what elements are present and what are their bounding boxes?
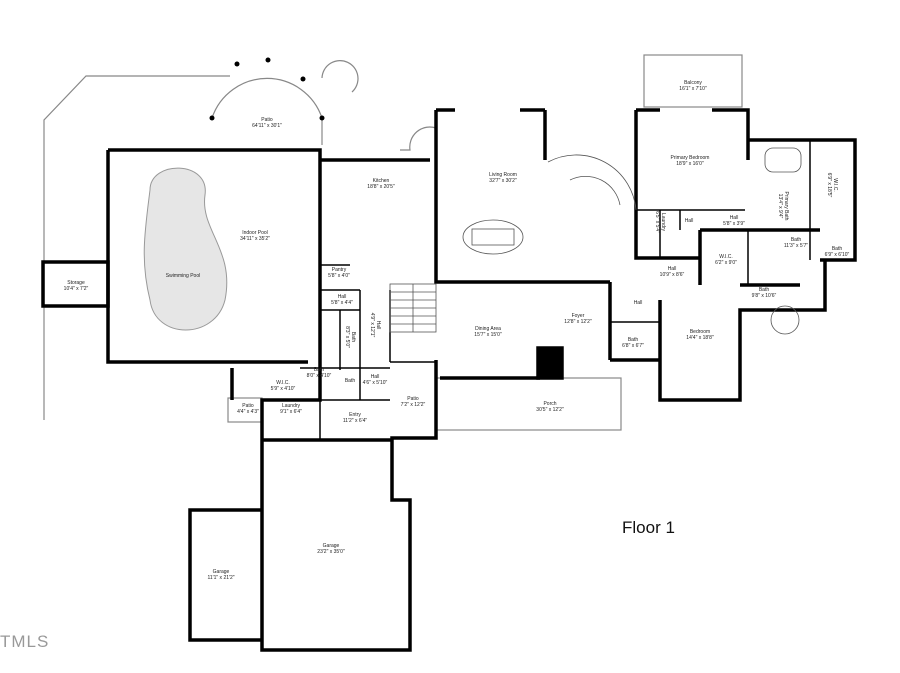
room-wic-2: W.I.C.6'2" x 9'0" <box>715 254 737 266</box>
room-wic-primary: W.I.C.6'9" x 18'5" <box>826 172 838 198</box>
column-markers <box>209 57 325 121</box>
interior-walls <box>262 140 811 440</box>
corner-tub <box>770 305 800 335</box>
room-hall-4: Hall <box>684 218 694 224</box>
room-hall-7: Hall <box>633 300 643 306</box>
stairs <box>389 154 637 333</box>
swimming-pool-shape <box>143 167 228 331</box>
watermark: TMLS <box>0 632 50 651</box>
fireplace <box>462 219 524 255</box>
room-swimming-pool: Swimming Pool <box>165 273 201 279</box>
room-bath-3: Bath <box>344 378 356 384</box>
room-wic-1: W.I.C.5'9" x 4'10" <box>270 380 296 392</box>
bathtub <box>764 147 802 173</box>
floor-title: Floor 1 <box>622 518 675 537</box>
